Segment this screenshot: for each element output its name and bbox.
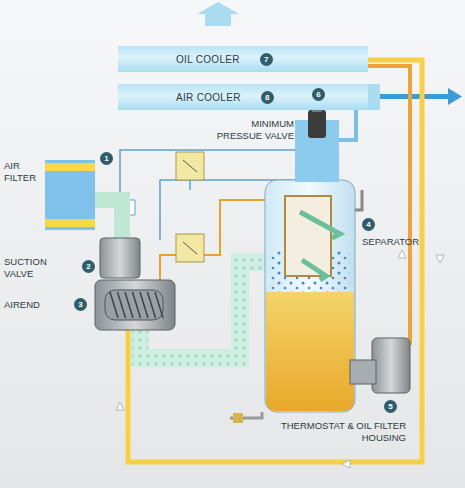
- callout-number: 2: [82, 260, 95, 273]
- callout-number: 7: [260, 53, 273, 66]
- cooler-label: OIL COOLER: [176, 54, 240, 65]
- callout-number: 3: [74, 298, 87, 311]
- screw-thread: [148, 292, 156, 318]
- part-label: AIR FILTER: [4, 160, 44, 184]
- screw-thread: [140, 292, 148, 318]
- part-label: SEPARATOR: [362, 236, 419, 248]
- screw-thread: [155, 292, 163, 318]
- cooler-label: AIR COOLER: [176, 92, 241, 103]
- cooler-band: AIR COOLER 8: [118, 84, 368, 110]
- callout-number: 5: [384, 400, 397, 413]
- cooler-band: OIL COOLER 7: [118, 46, 368, 72]
- screw-thread: [118, 292, 126, 318]
- callout-number: 6: [312, 88, 325, 101]
- part-label: AIREND: [4, 299, 40, 311]
- screw-thread: [133, 292, 141, 318]
- screw-thread: [125, 292, 133, 318]
- part-label: THERMOSTAT & OIL FILTER HOUSING: [276, 420, 406, 444]
- screw-thread: [110, 292, 118, 318]
- callout-number: 1: [100, 152, 113, 165]
- part-label: SUCTION VALVE: [4, 256, 74, 280]
- callout-number: 4: [362, 218, 375, 231]
- callout-number: 8: [261, 91, 274, 104]
- part-label: MINIMUM PRESSUE VALVE: [214, 118, 294, 142]
